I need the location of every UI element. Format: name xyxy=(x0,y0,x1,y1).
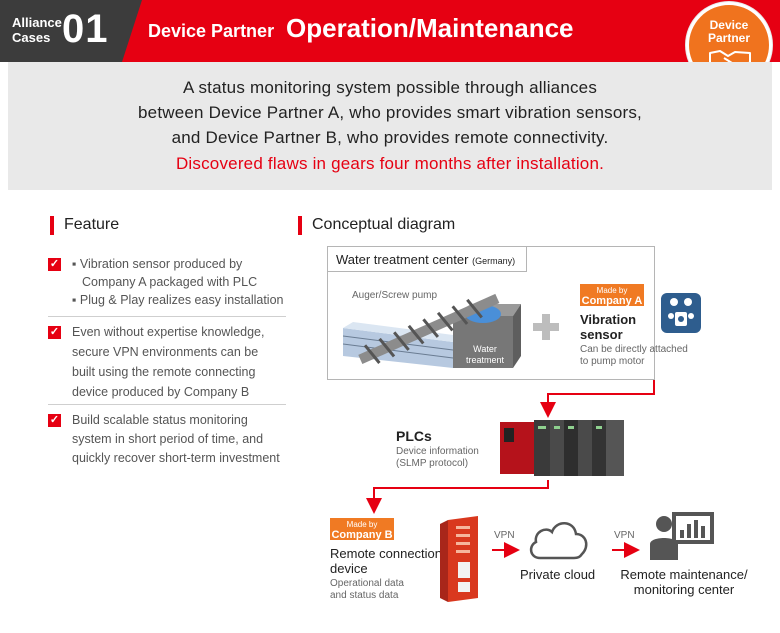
company-b-label: Company B xyxy=(331,529,393,541)
cloud-icon xyxy=(529,522,588,560)
header-subtitle: Device Partner xyxy=(148,21,275,41)
water-treatment-box xyxy=(327,246,655,380)
feature-item-1-line-1: ▪ Vibration sensor produced by xyxy=(72,257,243,271)
intro-line-2: between Device Partner A, who provides s… xyxy=(138,103,642,122)
sensor-title-line-2: sensor xyxy=(580,327,623,342)
feature-item-1-line-2: Company A packaged with PLC xyxy=(82,275,258,289)
private-cloud-label: Private cloud xyxy=(520,567,596,582)
made-by-company-b-tag: Made by Company B xyxy=(330,518,394,541)
site-label: Water treatment center (Germany) xyxy=(327,246,527,272)
center-label-line-1: Remote maintenance/ xyxy=(620,567,748,582)
plc-title: PLCs xyxy=(396,428,432,444)
diagram-heading: Conceptual diagram xyxy=(298,216,455,235)
remote-connection-device-icon xyxy=(440,516,478,602)
feature-heading: Feature xyxy=(50,216,119,235)
intro-line-3: and Device Partner B, who provides remot… xyxy=(171,128,609,147)
feature-item-2-line-2: secure VPN environments can be xyxy=(72,345,259,359)
intro-line-1: A status monitoring system possible thro… xyxy=(182,78,598,97)
treatment-label-line-1: Water treatment xyxy=(465,344,505,365)
sensor-note-line-2: to pump motor xyxy=(580,356,645,367)
alliance-cases-label: Alliance Cases xyxy=(12,15,62,45)
feature-item-3-line-1: Build scalable status monitoring xyxy=(72,413,248,427)
divider xyxy=(48,404,286,405)
feature-item-2-line-4: device produced by Company B xyxy=(72,385,250,399)
company-a-label: Company A xyxy=(581,295,643,307)
feature-item-1: ✓ ▪ Vibration sensor produced by Company… xyxy=(48,256,286,308)
made-by-label: Made by xyxy=(596,286,628,295)
site-name: Water treatment center xyxy=(336,252,469,267)
feature-item-2-line-1: Even without expertise knowledge, xyxy=(72,325,265,339)
remote-note-line-2: and status data xyxy=(330,590,399,601)
screw-pump-illustration xyxy=(343,293,521,368)
plc-note-line-2: (SLMP protocol) xyxy=(396,458,469,469)
monitoring-center-icon xyxy=(650,512,714,560)
remote-title-line-1: Remote connection xyxy=(330,546,443,561)
feature-item-3: ✓ Build scalable status monitoring syste… xyxy=(48,412,286,468)
case-label-block xyxy=(0,0,142,62)
pump-label: Auger/Screw pump xyxy=(352,290,438,301)
cases-label: Cases xyxy=(12,30,51,45)
feature-item-1-line-3: ▪ Plug & Play realizes easy installation xyxy=(72,293,284,307)
checkbox-icon: ✓ xyxy=(48,414,61,427)
monitoring-center-label: Remote maintenance/ monitoring center xyxy=(616,567,752,597)
plc-note-line-1: Device information xyxy=(396,446,479,457)
intro-panel: A status monitoring system possible thro… xyxy=(8,62,772,190)
case-number: 01 xyxy=(62,7,109,51)
made-by-label: Made by xyxy=(346,520,378,529)
plc-unit-icon xyxy=(500,420,624,476)
intro-highlight: Discovered flaws in gears four months af… xyxy=(175,154,605,173)
feature-item-2: ✓ Even without expertise knowledge, secu… xyxy=(48,324,286,399)
alliance-label: Alliance xyxy=(12,15,62,30)
plus-icon xyxy=(533,314,559,340)
feature-item-3-line-3: quickly recover short-term investment xyxy=(72,451,280,465)
treatment-label-line-2: center xyxy=(472,366,498,376)
feature-item-3-line-2: system in short period of time, and xyxy=(72,432,264,446)
remote-device-note: Operational data and status data xyxy=(330,578,404,602)
badge-line-1: Device xyxy=(709,18,749,32)
vpn-label-2: VPN xyxy=(614,530,635,541)
remote-device-title: Remote connection device xyxy=(330,546,442,576)
badge-line-2: Partner xyxy=(707,31,751,45)
vibration-sensor-icon xyxy=(661,293,701,333)
feature-item-2-line-3: built using the remote connecting xyxy=(72,365,256,379)
plc-note: Device information (SLMP protocol) xyxy=(396,446,479,470)
sensor-note: Can be directly attached to pump motor xyxy=(580,344,688,368)
remote-note-line-1: Operational data xyxy=(330,578,404,589)
checkbox-icon: ✓ xyxy=(48,258,61,271)
sensor-title-line-1: Vibration xyxy=(580,312,637,327)
site-country: (Germany) xyxy=(472,256,516,266)
treatment-label: Water treatment center xyxy=(454,344,516,377)
sensor-note-line-1: Can be directly attached xyxy=(580,344,688,355)
center-label-line-2: monitoring center xyxy=(633,582,735,597)
divider xyxy=(48,316,286,317)
vpn-label-1: VPN xyxy=(494,530,515,541)
page-title: Operation/Maintenance xyxy=(286,13,574,43)
checkbox-icon: ✓ xyxy=(48,326,61,339)
remote-title-line-2: device xyxy=(330,561,368,576)
sensor-title: Vibration sensor xyxy=(580,312,636,342)
made-by-company-a-tag: Made by Company A xyxy=(580,284,644,307)
